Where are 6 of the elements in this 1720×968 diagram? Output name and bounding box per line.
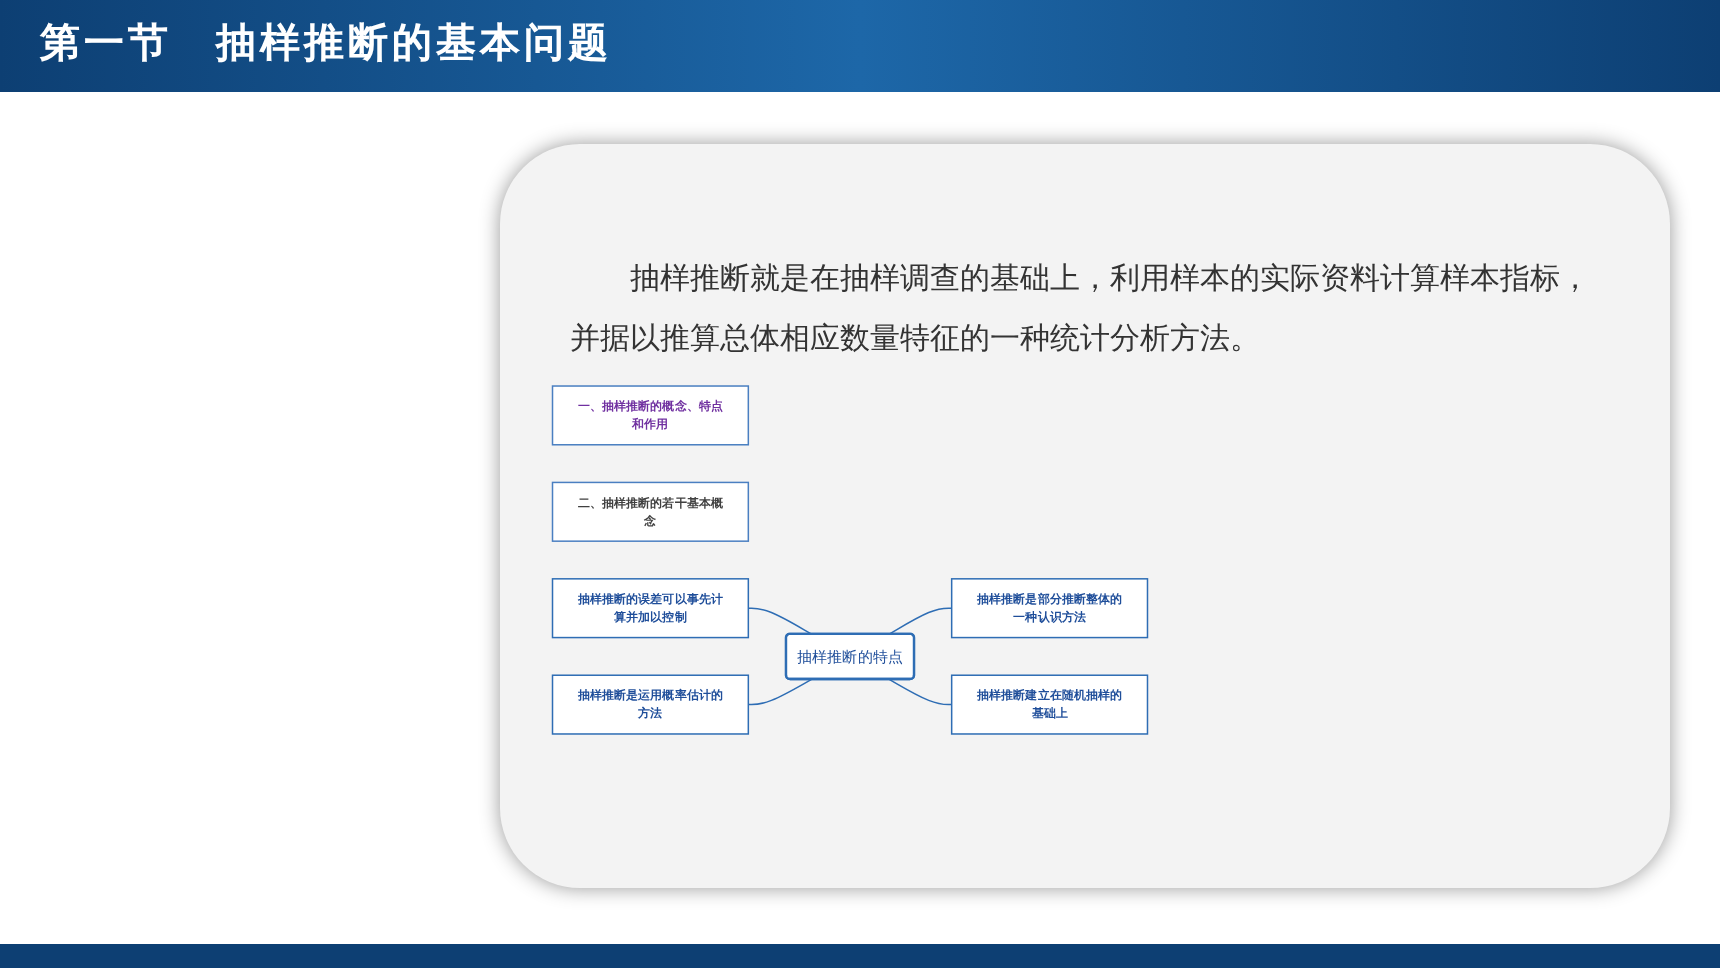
connector — [888, 607, 953, 635]
connector — [888, 678, 953, 706]
connector — [747, 607, 813, 635]
connector — [747, 678, 813, 706]
slide-title: 第一节 抽样推断的基本问题 — [40, 16, 612, 70]
definition-paragraph: 抽样推断就是在抽样调查的基础上，利用样本的实际资料计算样本指标，并据以推算总体相应数量特征的一种统计分析方法。 — [570, 258, 1592, 360]
